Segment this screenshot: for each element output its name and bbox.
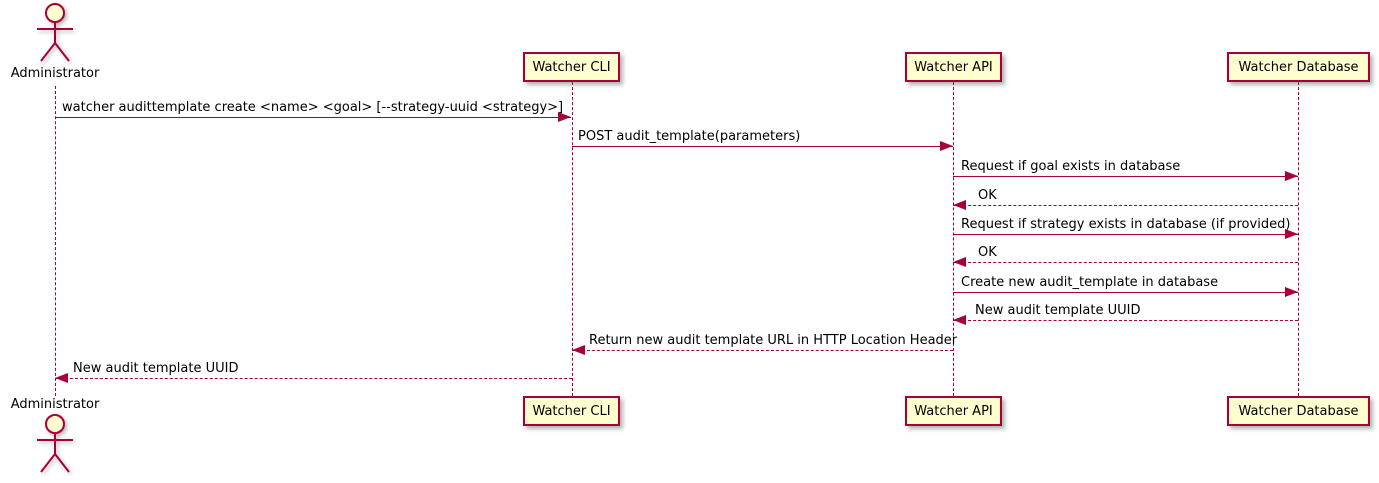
message-line — [953, 205, 1298, 206]
participant-watcher-api-top: Watcher API — [905, 52, 1002, 82]
message-line — [572, 350, 953, 351]
actor-icon — [37, 414, 73, 473]
message-label: OK — [978, 188, 997, 203]
message-line — [953, 176, 1298, 177]
lifeline-administrator — [55, 86, 56, 396]
actor-icon — [37, 3, 73, 62]
message-label: New audit template UUID — [73, 361, 239, 376]
participant-watcher-api-bottom: Watcher API — [905, 396, 1002, 426]
message-label: New audit template UUID — [975, 303, 1141, 318]
message-line — [953, 320, 1298, 321]
message-line — [953, 292, 1298, 293]
message-line — [55, 117, 571, 118]
participant-watcher-database-bottom: Watcher Database — [1227, 396, 1370, 426]
message-label: Request if strategy exists in database (… — [961, 217, 1291, 232]
participant-watcher-database-top: Watcher Database — [1227, 52, 1370, 82]
message-label: OK — [978, 245, 997, 260]
lifeline-watcher-database — [1298, 82, 1299, 396]
arrowhead-icon — [940, 141, 953, 151]
message-line — [55, 378, 572, 379]
participant-watcher-cli-bottom: Watcher CLI — [523, 396, 620, 426]
message-label: Return new audit template URL in HTTP Lo… — [589, 333, 958, 348]
arrowhead-icon — [953, 315, 966, 325]
arrowhead-icon — [572, 345, 585, 355]
arrowhead-icon — [1285, 287, 1298, 297]
message-label: Create new audit_template in database — [961, 275, 1219, 290]
message-line — [953, 262, 1298, 263]
message-line — [572, 146, 953, 147]
lifeline-watcher-cli — [572, 82, 573, 396]
participant-watcher-cli-top: Watcher CLI — [523, 52, 620, 82]
message-label: watcher audittemplate create <name> <goa… — [62, 100, 564, 115]
message-label: POST audit_template(parameters) — [578, 129, 801, 144]
actor-label-administrator-bottom: Administrator — [10, 397, 100, 412]
message-line — [953, 234, 1298, 235]
actor-label-administrator-top: Administrator — [10, 66, 100, 81]
arrowhead-icon — [953, 200, 966, 210]
arrowhead-icon — [1285, 229, 1298, 239]
arrowhead-icon — [558, 112, 571, 122]
message-label: Request if goal exists in database — [961, 159, 1181, 174]
arrowhead-icon — [1285, 171, 1298, 181]
lifeline-watcher-api — [953, 82, 954, 396]
arrowhead-icon — [953, 257, 966, 267]
arrowhead-icon — [55, 373, 68, 383]
